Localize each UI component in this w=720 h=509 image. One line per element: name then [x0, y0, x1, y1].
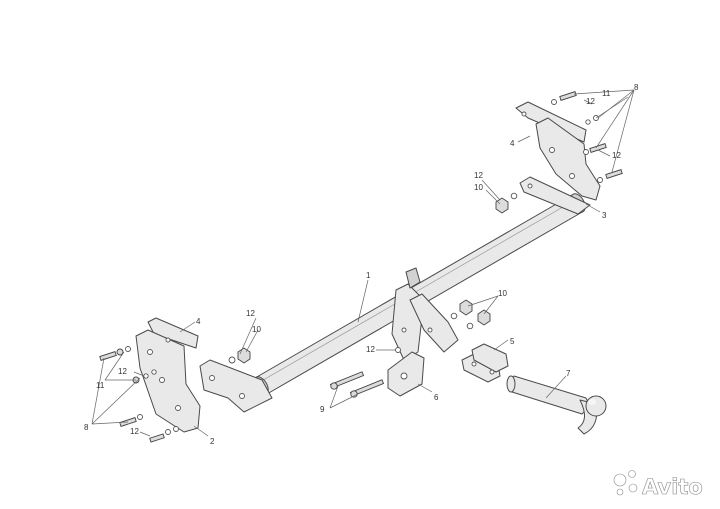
callout-10-right: 10: [498, 289, 507, 298]
callout-11-left: 11: [96, 381, 105, 390]
avito-watermark: Avito: [613, 470, 703, 499]
long-bolts: [329, 371, 385, 398]
callout-7: 7: [566, 369, 571, 378]
tow-ball: [506, 375, 607, 435]
callout-12-right-b: 12: [612, 151, 621, 160]
callout-12-left-b: 12: [130, 427, 139, 436]
watermark-text: Avito: [642, 475, 703, 499]
callout-1: 1: [366, 271, 371, 280]
callout-10-left: 10: [252, 325, 261, 334]
callout-5: 5: [510, 337, 515, 346]
callout-2: 2: [210, 437, 215, 446]
callout-9: 9: [320, 405, 325, 414]
callout-8-right: 8: [634, 83, 639, 92]
callout-4-right: 4: [510, 139, 515, 148]
callout-12-top: 12: [474, 171, 483, 180]
callout-12-right-a: 12: [586, 97, 595, 106]
left-end-plate: [199, 359, 273, 413]
right-bolts: [551, 91, 623, 183]
callout-12-left-a: 12: [118, 367, 127, 376]
callout-labels: 1 2 3 4 4 5 6 7 8 8 9 10 10 10 11 11 12 …: [84, 83, 639, 446]
callout-8-left: 8: [84, 423, 89, 432]
right-end-bracket: [519, 176, 591, 215]
spacer-plates: [461, 343, 509, 383]
callout-11-right: 11: [602, 89, 611, 98]
right-side-bracket: [515, 101, 601, 201]
center-nuts: [395, 299, 491, 353]
left-side-bracket: [135, 317, 201, 433]
callout-3: 3: [602, 211, 607, 220]
callout-12-mid: 12: [366, 345, 375, 354]
leader-lines: [91, 89, 635, 437]
socket-plate: [387, 351, 425, 397]
callout-4-left: 4: [196, 317, 201, 326]
callout-6: 6: [434, 393, 439, 402]
center-mount-plates: [391, 267, 459, 361]
right-nut-washer: [495, 192, 518, 214]
callout-10-top: 10: [474, 183, 483, 192]
callout-12-center: 12: [246, 309, 255, 318]
